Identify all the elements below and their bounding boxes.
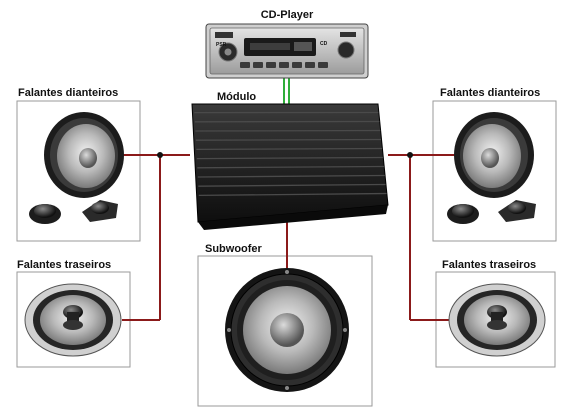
amp-fin bbox=[195, 138, 382, 141]
front-left-speakers bbox=[29, 112, 124, 224]
subwoofer-speaker bbox=[225, 268, 349, 392]
front-right-label: Falantes dianteiros bbox=[440, 87, 540, 99]
rear-left-label: Falantes traseiros bbox=[17, 259, 111, 271]
front-right-tweeter-mount bbox=[498, 200, 536, 222]
amp-fin bbox=[196, 147, 383, 151]
rear-right-speaker bbox=[448, 283, 546, 357]
speaker-wires bbox=[116, 154, 460, 321]
right-junction-dot bbox=[407, 152, 413, 158]
amp-fin bbox=[197, 174, 385, 178]
amp-fin bbox=[198, 183, 386, 187]
front-right-woofer bbox=[454, 112, 534, 198]
amp-fin bbox=[195, 129, 381, 132]
module-label: Módulo bbox=[217, 91, 256, 103]
front-left-tweeter-dome bbox=[29, 204, 61, 224]
cd-player-label: CD-Player bbox=[261, 9, 314, 21]
front-left-tweeter-mount bbox=[82, 200, 118, 222]
left-junction-dot bbox=[157, 152, 163, 158]
preset-buttons bbox=[240, 62, 328, 68]
cd-player: PSR CD bbox=[205, 23, 369, 79]
rca-cable bbox=[283, 74, 290, 105]
amplifier-module bbox=[191, 103, 389, 230]
amp-fin bbox=[198, 192, 387, 197]
rear-left-speaker bbox=[24, 283, 122, 357]
front-left-label: Falantes dianteiros bbox=[18, 87, 118, 99]
rear-right-label: Falantes traseiros bbox=[442, 259, 536, 271]
front-right-tweeter-dome bbox=[447, 204, 479, 224]
tune-knob bbox=[337, 41, 355, 59]
radio-display-text: CD bbox=[320, 41, 328, 47]
front-left-woofer bbox=[44, 112, 124, 198]
amp-fin bbox=[196, 156, 383, 160]
radio-brand-text: PSR bbox=[216, 42, 227, 48]
front-right-speakers bbox=[447, 112, 536, 224]
amp-fin bbox=[197, 165, 384, 169]
subwoofer-label: Subwoofer bbox=[205, 243, 263, 255]
